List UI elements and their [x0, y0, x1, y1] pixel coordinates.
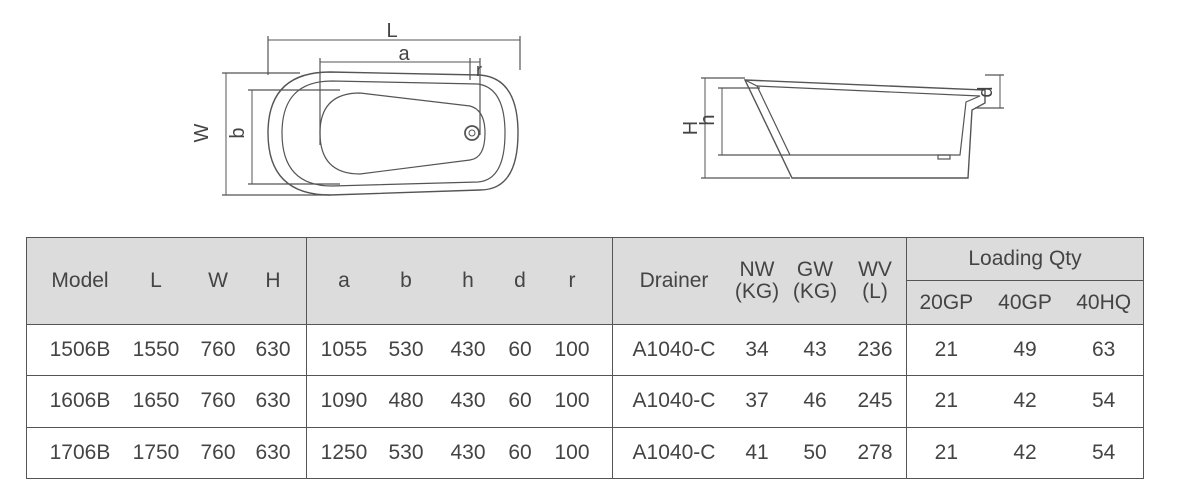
header-d: d	[514, 268, 526, 292]
label-a: a	[398, 43, 410, 65]
cell-20gp: 21	[934, 337, 959, 361]
header-W: W	[208, 268, 228, 292]
cell-drainer: A1040-C	[632, 389, 716, 413]
label-h: h	[697, 114, 719, 125]
cell-d: 60	[508, 337, 532, 361]
cell-wv: 236	[857, 337, 893, 361]
cell-40gp: 42	[1013, 389, 1037, 413]
top-view	[222, 36, 521, 196]
cell-L: 1550	[132, 337, 180, 361]
cell-h: 430	[450, 337, 486, 361]
header-r: r	[568, 268, 576, 292]
cell-model: 1606B	[49, 389, 111, 413]
cell-a: 1250	[320, 440, 368, 464]
drain-icon	[464, 125, 480, 141]
label-r: r	[476, 60, 482, 80]
cell-model: 1506B	[49, 337, 111, 361]
cell-b: 480	[388, 389, 424, 413]
cell-nw: 41	[745, 440, 769, 464]
header-loading-qty: Loading Qty	[906, 236, 1144, 282]
cell-H: 630	[255, 337, 291, 361]
header-a: a	[338, 268, 350, 292]
cell-gw: 43	[803, 337, 827, 361]
cell-r: 100	[554, 440, 590, 464]
table-row: 1606B 1650 760 630 1090 480 430 60 100 A…	[26, 375, 1144, 428]
cell-r: 100	[554, 389, 590, 413]
cell-W: 760	[200, 440, 236, 464]
header-40hq: 40HQ	[1076, 290, 1132, 314]
cell-a: 1090	[320, 389, 368, 413]
header-b: b	[400, 268, 412, 292]
cell-nw: 34	[745, 337, 769, 361]
cell-40hq: 63	[1092, 337, 1116, 361]
cell-b: 530	[388, 440, 424, 464]
label-H: H	[680, 121, 702, 135]
cell-nw: 37	[745, 389, 769, 413]
spec-table: Model L W H a b h d r Drainer NW(KG)	[26, 236, 1144, 480]
header-H: H	[265, 268, 281, 292]
cell-40gp: 49	[1013, 337, 1037, 361]
cell-H: 630	[255, 440, 291, 464]
label-d: d	[975, 86, 997, 97]
cell-20gp: 21	[934, 389, 959, 413]
cell-wv: 245	[857, 389, 893, 413]
cell-gw: 50	[803, 440, 827, 464]
header-nw: NW(KG)	[734, 257, 780, 303]
cell-model: 1706B	[49, 440, 111, 464]
cell-40gp: 42	[1013, 440, 1037, 464]
cell-L: 1750	[132, 440, 180, 464]
header-group-model: Model L W H	[26, 237, 307, 325]
label-L: L	[386, 20, 397, 42]
bathtub-technical-drawing: L a r W b H h d	[191, 20, 1004, 196]
header-drainer: Drainer	[639, 268, 709, 292]
side-view	[701, 74, 1004, 179]
cell-h: 430	[450, 440, 486, 464]
header-wv: WV(L)	[858, 257, 892, 303]
header-group-loading: 20GP 40GP 40HQ	[906, 280, 1144, 325]
header-20gp: 20GP	[919, 290, 974, 314]
header-h: h	[462, 268, 474, 292]
header-group-weights: Drainer NW(KG) GW(KG) WV(L)	[612, 237, 907, 325]
header-group-dimensions: a b h d r	[306, 237, 613, 325]
label-W: W	[191, 123, 213, 142]
label-b: b	[227, 127, 249, 138]
cell-r: 100	[554, 337, 590, 361]
cell-H: 630	[255, 389, 291, 413]
header-L: L	[150, 268, 162, 292]
cell-b: 530	[388, 337, 424, 361]
cell-wv: 278	[857, 440, 893, 464]
table-row: 1506B 1550 760 630 1055 530 430 60 100 A…	[26, 323, 1144, 377]
header-gw: GW(KG)	[792, 257, 838, 303]
header-model: Model	[51, 268, 109, 292]
cell-h: 430	[450, 389, 486, 413]
cell-20gp: 21	[934, 440, 959, 464]
cell-a: 1055	[320, 337, 368, 361]
cell-L: 1650	[132, 389, 180, 413]
cell-drainer: A1040-C	[632, 337, 716, 361]
cell-40hq: 54	[1092, 440, 1116, 464]
header-40gp: 40GP	[998, 290, 1052, 314]
cell-gw: 46	[803, 389, 827, 413]
cell-W: 760	[200, 389, 236, 413]
table-row: 1706B 1750 760 630 1250 530 430 60 100 A…	[26, 426, 1144, 480]
cell-drainer: A1040-C	[632, 440, 716, 464]
cell-40hq: 54	[1092, 389, 1116, 413]
cell-W: 760	[200, 337, 236, 361]
cell-d: 60	[508, 389, 532, 413]
cell-d: 60	[508, 440, 532, 464]
